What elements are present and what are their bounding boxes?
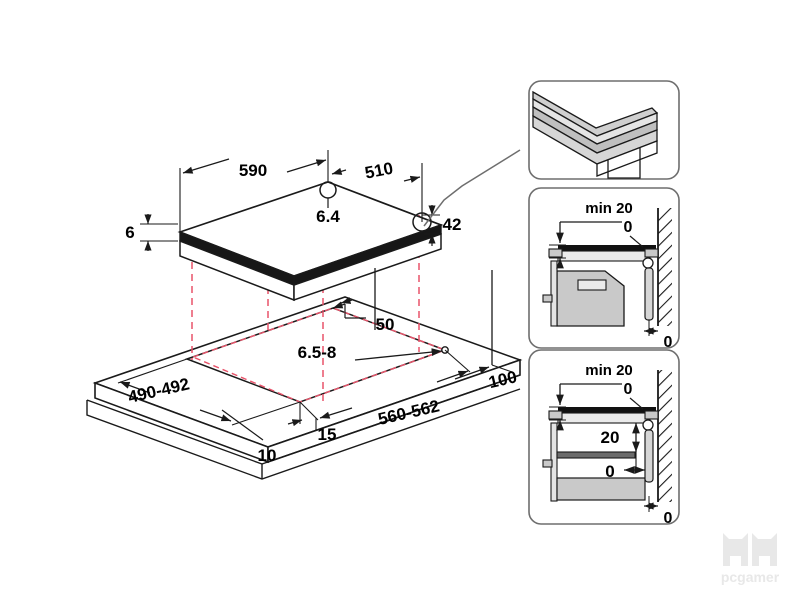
dim-line-490-b (199, 409, 232, 422)
leader-6-5-8 (354, 348, 443, 361)
drawer-panel-left-clip (548, 410, 563, 420)
dim-line-590-a (182, 158, 230, 174)
drawer-panel-wall-hatch (658, 370, 672, 502)
drawer-panel-label-20: 20 (601, 428, 620, 447)
ext-line-100-a (491, 364, 513, 373)
dim-line-15 (287, 419, 303, 427)
dim-line-510-b (403, 175, 421, 183)
watermark-glyph-left (723, 533, 748, 566)
oven-panel-left-clip (548, 248, 563, 258)
oven-clearance-panel: min 20 0 0 (528, 187, 680, 351)
dim-line-490-a (119, 381, 151, 394)
separator-shelf (556, 451, 636, 459)
watermark-text: pcgamer (721, 569, 780, 585)
drawer-rear-spacer (644, 429, 654, 483)
dim-label-10: 10 (258, 446, 277, 465)
oven-body (556, 270, 625, 327)
oven-panel-wall-hatch (658, 208, 672, 326)
dimension-590 (179, 150, 329, 232)
oven-panel-label-min-20: min 20 (585, 200, 633, 217)
drawer-body (556, 477, 646, 501)
cooktop-body (177, 181, 444, 302)
dimension-560-562 (299, 349, 471, 421)
worktop-apron (86, 388, 521, 480)
dimension-50 (332, 297, 366, 319)
leader-10 (221, 409, 264, 441)
oven-left-rail (550, 260, 558, 327)
drawer-panel-cooktop-glass (558, 407, 656, 413)
dim-label-42: 42 (443, 215, 462, 234)
dim-line-560-a (319, 407, 353, 419)
oven-panel-zero-bottom-dimension (644, 320, 658, 336)
dim-line-50-a (332, 301, 346, 309)
cooktop-corner-illustration (532, 90, 659, 179)
oven-panel-gap-marker (642, 257, 654, 269)
drawer-panel-zero-bottom-dimension (644, 496, 658, 512)
ext-line-560-left (299, 401, 319, 421)
ext-line-490-left (117, 358, 188, 384)
ext-line-560-right (444, 349, 471, 373)
watermark-glyph-right (752, 533, 777, 566)
drawer-panel-label-min-20: min 20 (585, 362, 633, 379)
oven-panel-zero-top-leader (629, 235, 644, 248)
drawer-panel-cooktop-base (557, 412, 651, 424)
dim-label-590: 590 (239, 161, 267, 180)
oven-panel-cooktop-glass (558, 245, 656, 251)
drawer-panel-label-zero-bottom: 0 (664, 510, 673, 527)
oven-control-panel (577, 279, 607, 291)
corner-return-flange (596, 140, 658, 177)
dim-line-560-b (436, 370, 469, 383)
detail-callout-leader (423, 149, 521, 227)
oven-rear-spacer (644, 267, 654, 321)
worktop-lower-line-left (86, 399, 263, 465)
dimension-6 (140, 214, 178, 251)
oven-panel-right-clip (644, 248, 659, 258)
oven-panel-label-zero-bottom: 0 (664, 334, 673, 351)
pcgamer-watermark: pcgamer (721, 533, 780, 585)
dim-label-6-4: 6.4 (316, 207, 340, 226)
dimension-100 (454, 364, 513, 380)
dim-line-510-a (331, 167, 347, 175)
oven-panel-min20-dimension (549, 221, 622, 269)
cutout-hidden-outline (191, 307, 448, 403)
dim-label-15: 15 (318, 425, 337, 444)
dim-line-590-b (286, 159, 327, 173)
drawer-panel-min20-dimension (549, 383, 622, 431)
dim-label-6-5-8: 6.5-8 (298, 343, 337, 362)
edge-detail-panel (528, 80, 680, 180)
corner-worktop-edge (607, 148, 641, 179)
main-isometric-view: 590 510 6 6.4 42 50 6.5-8 490-492 560-56… (86, 150, 523, 480)
dim-label-50: 50 (376, 315, 395, 334)
drawer-panel-right-clip (644, 410, 659, 420)
drawer-panel-gap-marker (642, 419, 654, 431)
dim-line-50-tick (340, 297, 353, 304)
drawer-panel-label-zero-top: 0 (624, 381, 633, 398)
drawer-clearance-panel: min 20 0 20 0 0 (528, 349, 680, 527)
drawer-panel-label-zero-shelf: 0 (605, 462, 614, 481)
drawer-left-bracket (542, 459, 553, 468)
dimension-42 (422, 205, 440, 246)
drawer-panel-zero-top-leader (629, 397, 644, 410)
oven-panel-label-zero-top: 0 (624, 219, 633, 236)
drawer-panel-zero-shelf-dimension (624, 452, 645, 474)
dim-label-6: 6 (125, 223, 134, 242)
dim-line-100 (454, 366, 490, 380)
oven-panel-cooktop-base (557, 250, 651, 262)
dimension-15 (287, 402, 317, 430)
dimension-490-492 (117, 358, 301, 426)
oven-left-bracket (542, 294, 553, 303)
ext-line-490-right (231, 401, 301, 426)
dimension-510 (331, 163, 423, 222)
worktop-lower-line-right (261, 374, 521, 465)
projection-lines (191, 202, 420, 402)
cooktop-side-right (293, 232, 442, 302)
